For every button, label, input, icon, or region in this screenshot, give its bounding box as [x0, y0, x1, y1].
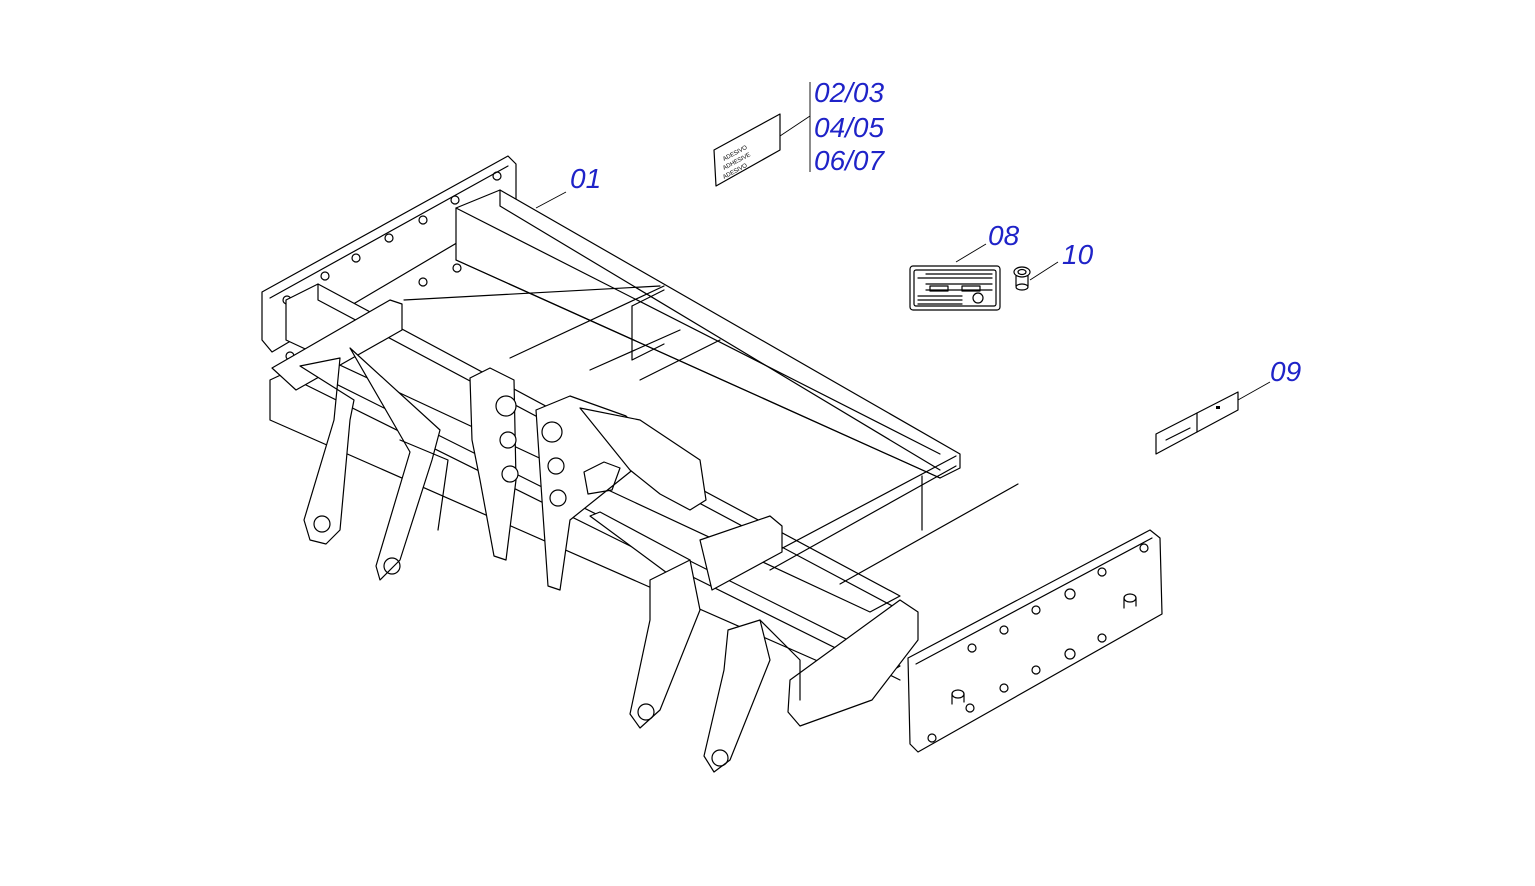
- right-brackets: [589, 511, 919, 773]
- callout-labels: 01 02/03 04/05 06/07 08 10 09: [570, 77, 1301, 387]
- cross-members: [403, 285, 1019, 585]
- callout-04-05: 04/05: [814, 112, 884, 143]
- callout-06-07: 06/07: [814, 145, 885, 176]
- leader-01: [535, 191, 567, 209]
- left-brackets: [271, 299, 449, 581]
- callout-02-03: 02/03: [814, 77, 884, 108]
- right-end-plate: [907, 529, 1163, 753]
- callout-10: 10: [1062, 239, 1094, 270]
- adhesive-decal: ADESIVO ADHESIVE ADESIVO: [713, 82, 811, 187]
- top-main-beam: [455, 189, 961, 479]
- callout-08: 08: [988, 220, 1020, 251]
- serial-plate: [909, 243, 1001, 311]
- center-hitch: [469, 367, 707, 591]
- rivet: [1013, 261, 1059, 291]
- frame-assembly: [261, 155, 1163, 773]
- callout-01: 01: [570, 163, 601, 194]
- callout-09: 09: [1270, 356, 1301, 387]
- strip-decal: [1155, 381, 1271, 455]
